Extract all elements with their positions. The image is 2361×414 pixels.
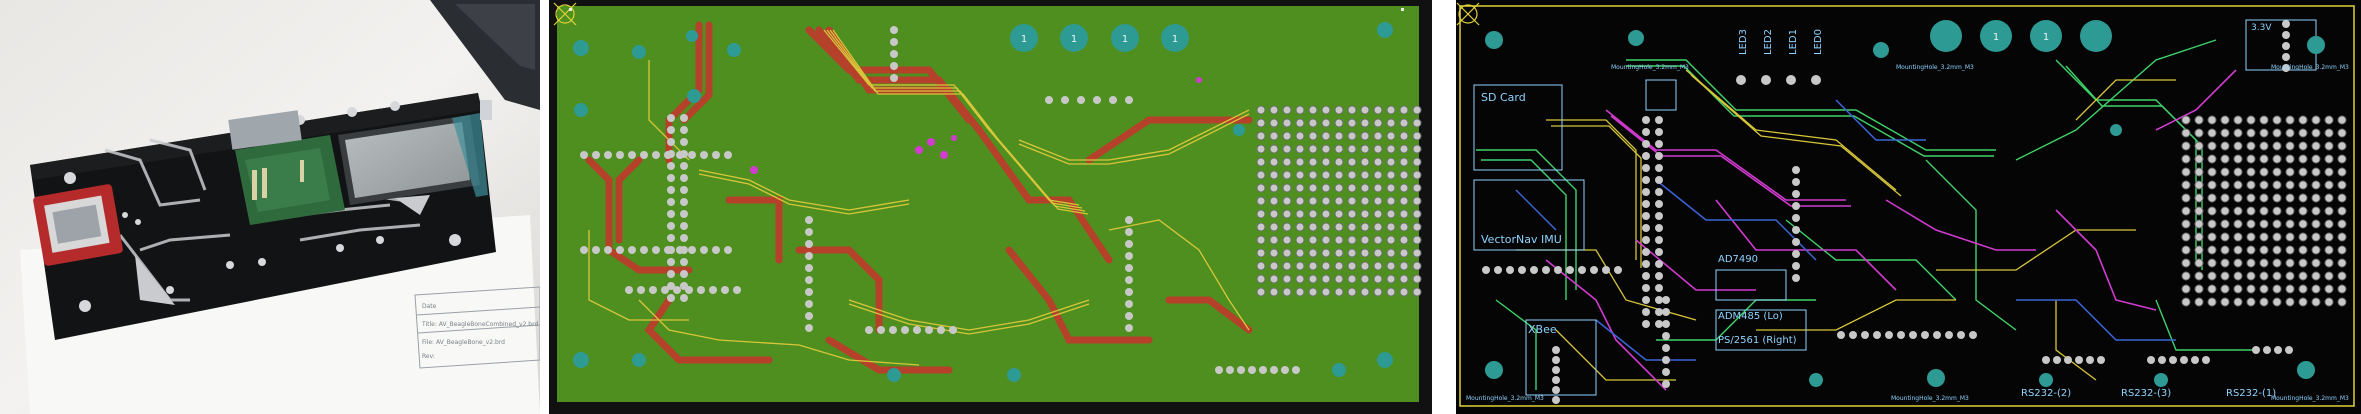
title-line-3: Rev: [422,353,435,360]
header-rows [1482,20,2293,404]
pad-number: 1 [1071,34,1077,45]
title-line-1: Title: AV_BeagleBoneCombined_v2.brd [421,321,538,328]
silk-ps2: PS/2561 (Right) [1718,335,1797,346]
silk-led3: LED3 [1738,29,1749,55]
pad-number: 1 [1122,34,1128,45]
silk-adm485: ADM485 (Lo) [1718,311,1783,322]
title-line-2: File: AV_BeagleBone_v2.brd [422,339,505,346]
pad-grid [1256,105,1422,297]
silk-mount-tm: MountingHole_3.2mm_M3 [1896,64,1974,71]
silk-led2: LED2 [1763,29,1774,55]
silk-ad7490: AD7490 [1718,254,1758,265]
silk-led1: LED1 [1788,29,1799,55]
silk-mount-tl: MountingHole_3.2mm_M3 [1611,64,1689,71]
silk-imu: VectorNav IMU [1481,233,1562,246]
title-line-0: Date [422,303,437,310]
teal-pad-row: 1 1 1 1 [1010,24,1189,52]
pad-number: 1 [1993,32,1999,43]
origin-crosshair-icon [553,2,577,26]
pad-number: 1 [1021,34,1027,45]
silk-mount-br: MountingHole_3.2mm_M3 [2271,395,2349,402]
header-rows [580,26,1300,374]
silk-mount-tr: MountingHole_3.2mm_M3 [2271,64,2349,71]
silk-sd-card: SD Card [1481,91,1526,104]
pad-number: 1 [1172,34,1178,45]
paper-title-block: Date Title: AV_BeagleBoneCombined_v2.brd… [414,286,540,369]
silkscreen-layout-view: 1 1 SD Card VectorNav IMU XBee AD7490 AD… [1456,0,2361,414]
silk-led0: LED0 [1813,29,1824,55]
pad-grid [2181,115,2347,307]
copper-layout-view: 1 1 1 1 [549,0,1432,414]
silk-mount-bm: MountingHole_3.2mm_M3 [1891,395,1969,402]
silk-rs232-1: RS232-(1) [2226,388,2276,399]
pad-number: 1 [2043,32,2049,43]
silk-3v3: 3.3V [2251,23,2272,33]
origin-crosshair-icon [1456,2,1480,26]
copper-layout-drawing: 1 1 1 1 [549,0,1432,414]
silk-rs232-2: RS232-(2) [2021,388,2071,399]
board-photo: Date Title: AV_BeagleBoneCombined_v2.brd… [0,0,540,414]
silkscreen-layout-drawing: 1 1 SD Card VectorNav IMU XBee AD7490 AD… [1456,0,2361,414]
silk-rs232-3: RS232-(3) [2121,388,2171,399]
silk-mount-bl: MountingHole_3.2mm_M3 [1466,395,1544,402]
board-photo-drawing: Date Title: AV_BeagleBoneCombined_v2.brd… [0,0,540,414]
silk-xbee: XBee [1528,323,1557,336]
printed-pcb [30,93,496,340]
